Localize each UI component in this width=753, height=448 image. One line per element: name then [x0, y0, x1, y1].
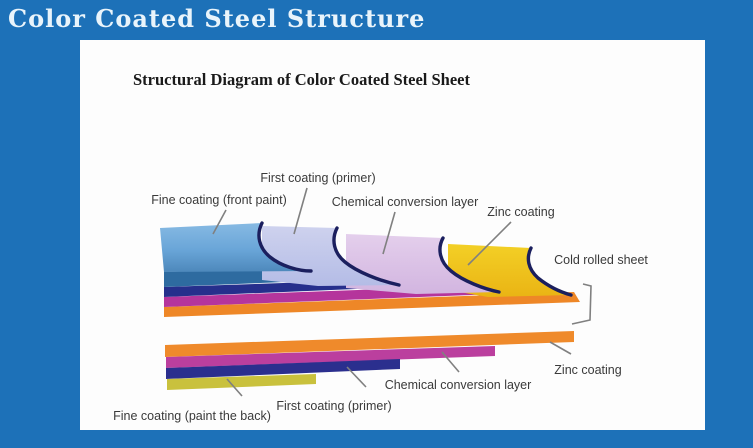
primer-bottom-layer: [166, 359, 400, 379]
diagram-title: Structural Diagram of Color Coated Steel…: [133, 70, 470, 89]
leader-first-bottom: [346, 366, 367, 388]
zinc-bottom-layer: [165, 331, 574, 357]
leader-chemical-bottom: [441, 351, 460, 373]
cold-rolled-sheet-layer: [164, 292, 580, 317]
label-first-coating-top: First coating (primer): [260, 171, 375, 185]
steel-structure-diagram: First coating (primer) Fine coating (fro…: [113, 171, 648, 423]
leader-fine-back: [226, 378, 243, 397]
chemical-curl: [438, 236, 501, 294]
chemical-bottom-layer: [166, 346, 495, 368]
label-chemical-bottom: Chemical conversion layer: [385, 378, 532, 392]
diagram-panel: Structural Diagram of Color Coated Steel…: [80, 40, 705, 430]
label-zinc-top: Zinc coating: [487, 205, 554, 219]
primer-curl: [332, 226, 401, 287]
leader-zinc-top: [467, 221, 512, 266]
leader-first-top: [293, 187, 308, 235]
leader-chemical-top: [382, 211, 396, 255]
zinc-curl: [526, 246, 573, 297]
leader-fine-front: [212, 209, 227, 235]
front-paint-curl: [257, 221, 313, 273]
leader-zinc-bottom: [549, 341, 572, 355]
label-fine-coating-back: Fine coating (paint the back): [113, 409, 271, 423]
cold-rolled-bracket: [571, 283, 592, 325]
leader-lines: [212, 187, 592, 397]
bottom-stack: [165, 331, 574, 390]
label-fine-coating-front: Fine coating (front paint): [151, 193, 287, 207]
label-cold-rolled-sheet: Cold rolled sheet: [554, 253, 648, 267]
zinc-coating-layer: [448, 244, 571, 297]
back-paint-layer: [167, 374, 316, 390]
label-chemical-top: Chemical conversion layer: [332, 195, 479, 209]
page-title: Color Coated Steel Structure: [8, 4, 426, 33]
label-zinc-bottom: Zinc coating: [554, 363, 621, 377]
upper-stack: [160, 221, 580, 317]
label-first-coating-bottom: First coating (primer): [276, 399, 391, 413]
